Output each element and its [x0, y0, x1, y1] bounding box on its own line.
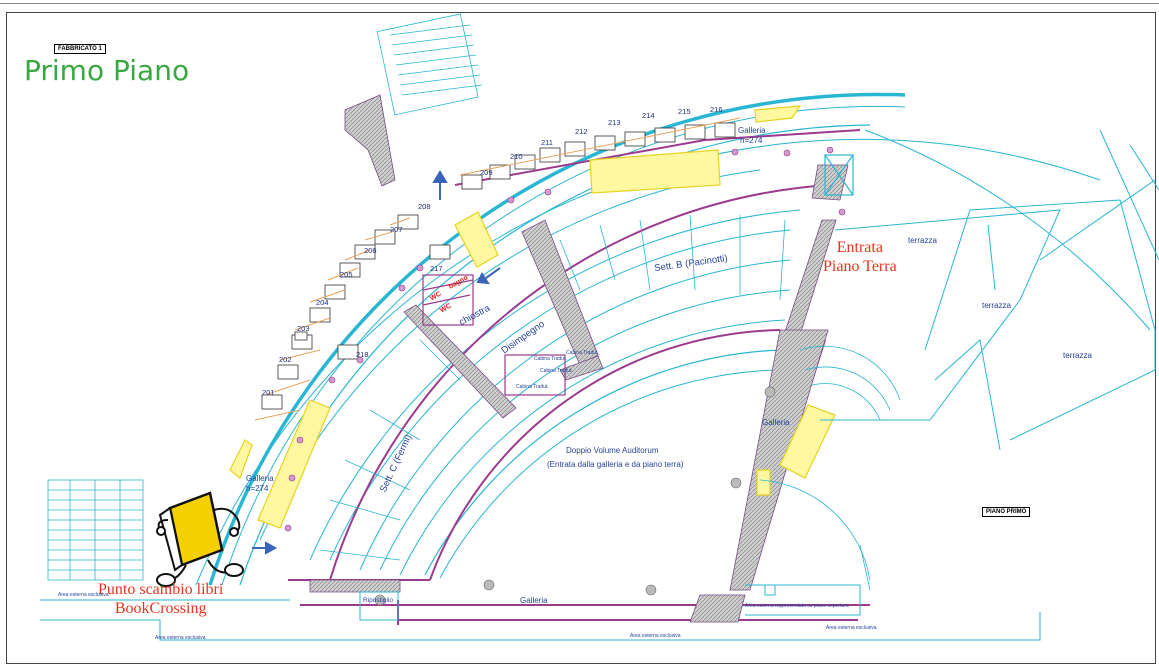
room-number: 215 — [678, 107, 691, 116]
room-number: 213 — [608, 118, 621, 127]
room-cabina-3: Cabina Tradut. — [516, 384, 549, 390]
room-terrazza-2: terrazza — [982, 301, 1011, 310]
room-number: 217 — [430, 264, 443, 273]
service-rooms — [422, 154, 854, 396]
office-desks — [261, 122, 736, 410]
room-galleria-top-height: h=274 — [740, 136, 763, 145]
entrance-line-1: Entrata — [836, 239, 883, 256]
room-cabina-4: Cabina Tradut. — [534, 356, 567, 362]
room-number: 212 — [575, 127, 588, 136]
room-number: 204 — [316, 298, 329, 307]
room-number: 216 — [710, 105, 723, 114]
room-number: 206 — [364, 246, 377, 255]
terrace-outlines — [820, 129, 1159, 451]
room-number: 214 — [642, 111, 655, 120]
office-dividers — [254, 117, 741, 421]
book-mascot-icon — [156, 491, 244, 587]
room-cabina-2: Cabina Tradut. — [540, 368, 573, 374]
bookcrossing-line-2: BookCrossing — [114, 600, 207, 617]
page-title: Primo Piano — [24, 54, 190, 87]
area-esterna-2: Area esterna esclusiva — [155, 635, 206, 641]
room-number: 202 — [279, 355, 292, 364]
room-terrazza-3: terrazza — [1063, 351, 1092, 360]
ground-outline — [40, 584, 1041, 641]
floor-tag: PIANO PRIMO — [982, 507, 1031, 517]
room-number: 218 — [356, 350, 369, 359]
area-esterna-rappresentata: Area esterna rappresentata su piano cope… — [745, 603, 849, 609]
room-doppio-volume: Doppio Volume Auditorum — [566, 446, 659, 455]
yellow-stairs — [229, 105, 836, 529]
room-galleria-right: Galleria — [762, 418, 790, 427]
room-number: 207 — [390, 225, 403, 234]
room-doppio-volume-sub: (Entrata dalla galleria e da piano terra… — [547, 460, 684, 469]
room-galleria-bottom: Galleria — [520, 596, 548, 605]
room-number: 203 — [297, 324, 310, 333]
room-number: 208 — [418, 202, 431, 211]
room-galleria-left: Galleria — [246, 474, 274, 483]
room-cabina-1: Cabina Tradut. — [566, 350, 599, 356]
room-number: 201 — [262, 388, 275, 397]
room-number: 211 — [541, 138, 553, 147]
bookcrossing-line-1: Punto scambio libri — [98, 581, 224, 598]
room-number: 209 — [480, 168, 493, 177]
area-esterna-1: Area esterna esclusiva — [58, 592, 109, 598]
entrance-line-2: Piano Terra — [823, 258, 897, 275]
hatched-walls — [309, 94, 849, 623]
entrance-annotation: Entrata Piano Terra — [823, 238, 897, 276]
room-ripostiglio: Ripostiglio — [363, 597, 393, 604]
building-tag: FABBRICATO 1 — [54, 44, 106, 54]
room-number: 210 — [510, 152, 523, 161]
area-esterna-3: Area esterna esclusiva — [630, 633, 681, 639]
room-galleria-left-height: h=274 — [246, 484, 269, 493]
room-galleria-top: Galleria — [738, 126, 766, 135]
stair-banks — [47, 13, 901, 591]
columns — [284, 146, 846, 606]
direction-arrow-icon — [252, 170, 501, 555]
room-number: 205 — [340, 270, 353, 279]
room-terrazza-1: terrazza — [908, 236, 937, 245]
top-rule — [0, 3, 1159, 4]
bookcrossing-annotation: Punto scambio libri BookCrossing — [98, 580, 223, 618]
area-esterna-4: Area esterna esclusiva — [826, 625, 877, 631]
